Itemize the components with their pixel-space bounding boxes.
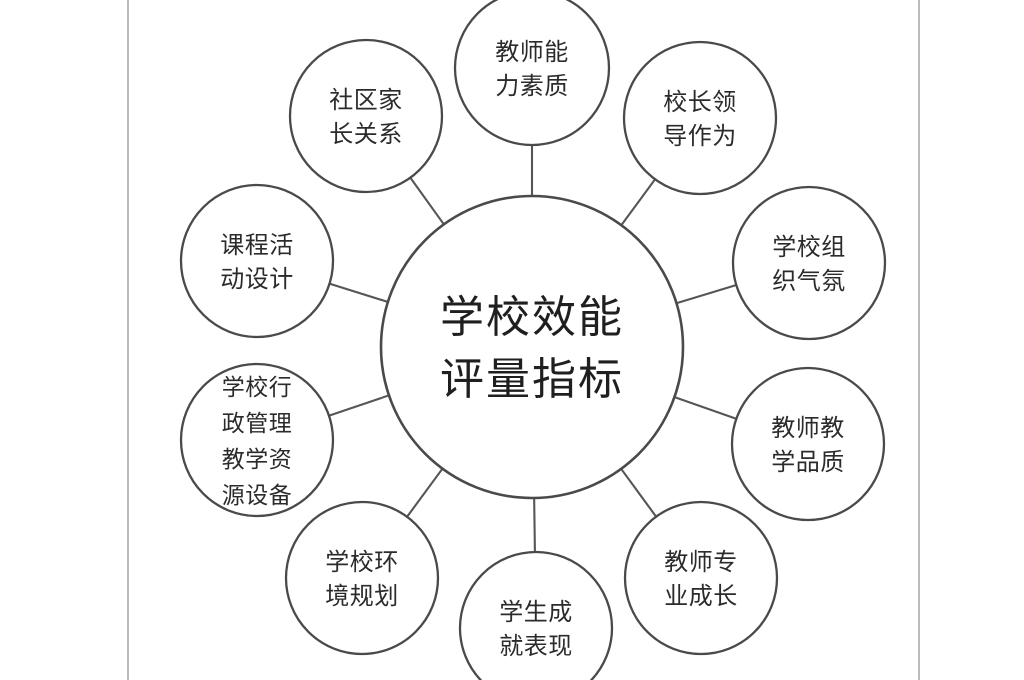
- node-school-administration-resources-label-line-3: 教学资: [222, 447, 293, 473]
- node-principal-leadership-circle: [622, 40, 778, 196]
- edge-hub-teacher-professional-growth: [619, 467, 658, 519]
- spokes-layer: [326, 142, 739, 555]
- node-school-administration-resources-label-line-2: 政管理: [222, 411, 293, 437]
- node-principal-leadership-label-line-2: 导作为: [663, 122, 737, 150]
- node-teacher-professional-growth-circle: [623, 500, 779, 656]
- node-school-environment-planning-label-line-1: 学校环: [325, 548, 399, 576]
- edge-hub-school-environment-planning: [405, 466, 445, 519]
- edge-hub-student-achievement: [533, 495, 536, 555]
- node-curriculum-activity-design-label-line-2: 动设计: [220, 265, 294, 293]
- node-community-parent-relations-label-line-1: 社区家: [329, 86, 403, 114]
- node-curriculum-activity-design-label-line-1: 课程活: [220, 231, 294, 259]
- hub-label-line-2: 评量指标: [440, 354, 624, 405]
- node-teacher-teaching-quality-circle: [730, 366, 886, 522]
- node-school-organizational-climate-label-line-1: 学校组: [772, 233, 846, 261]
- node-teacher-competence-circle: [453, 0, 611, 147]
- nodes-layer: 教师能力素质校长领导作为学校组织气氛教师教学品质教师专业成长学生成就表现学校环境…: [179, 0, 887, 680]
- node-school-organizational-climate-label-line-2: 织气氛: [772, 267, 846, 295]
- node-student-achievement-label-line-2: 就表现: [499, 632, 573, 660]
- edge-hub-curriculum-activity-design: [327, 282, 390, 304]
- edge-hub-school-organizational-climate: [674, 283, 739, 305]
- node-principal-leadership-label-line-1: 校长领: [663, 88, 737, 116]
- node-community-parent-relations-circle: [288, 38, 444, 194]
- edge-hub-school-administration-resources: [326, 394, 391, 418]
- edge-hub-principal-leadership: [619, 177, 657, 228]
- node-student-achievement-circle: [458, 550, 614, 680]
- node-teacher-professional-growth-label-line-1: 教师专: [664, 548, 738, 576]
- node-teacher-professional-growth-label-line-2: 业成长: [664, 582, 738, 610]
- node-school-environment-planning-circle: [284, 500, 440, 656]
- node-curriculum-activity-design-circle: [179, 183, 335, 339]
- node-teacher-teaching-quality-label-line-1: 教师教: [771, 414, 845, 442]
- edge-hub-community-parent-relations: [408, 175, 446, 227]
- node-student-achievement-label-line-1: 学生成: [499, 598, 573, 626]
- node-school-administration-resources-label-line-1: 学校行: [222, 375, 293, 401]
- node-school-organizational-climate-circle: [731, 185, 887, 341]
- node-school-environment-planning-label-line-2: 境规划: [325, 582, 399, 610]
- hub-label-line-1: 学校效能: [440, 292, 624, 343]
- node-teacher-competence-label-line-2: 力素质: [495, 72, 569, 100]
- node-teacher-teaching-quality-label-line-2: 学品质: [771, 448, 845, 476]
- node-community-parent-relations-label-line-2: 长关系: [329, 120, 403, 148]
- page-right-rule: [918, 0, 920, 680]
- node-school-administration-resources-label-line-4: 源设备: [222, 483, 293, 509]
- hub-school-effectiveness-indicators-circle: [379, 194, 685, 500]
- node-teacher-competence-label-line-1: 教师能: [495, 38, 569, 66]
- edge-hub-teacher-teaching-quality: [672, 395, 739, 421]
- page-left-rule: [127, 0, 129, 680]
- node-school-administration-resources-circle: [179, 362, 335, 518]
